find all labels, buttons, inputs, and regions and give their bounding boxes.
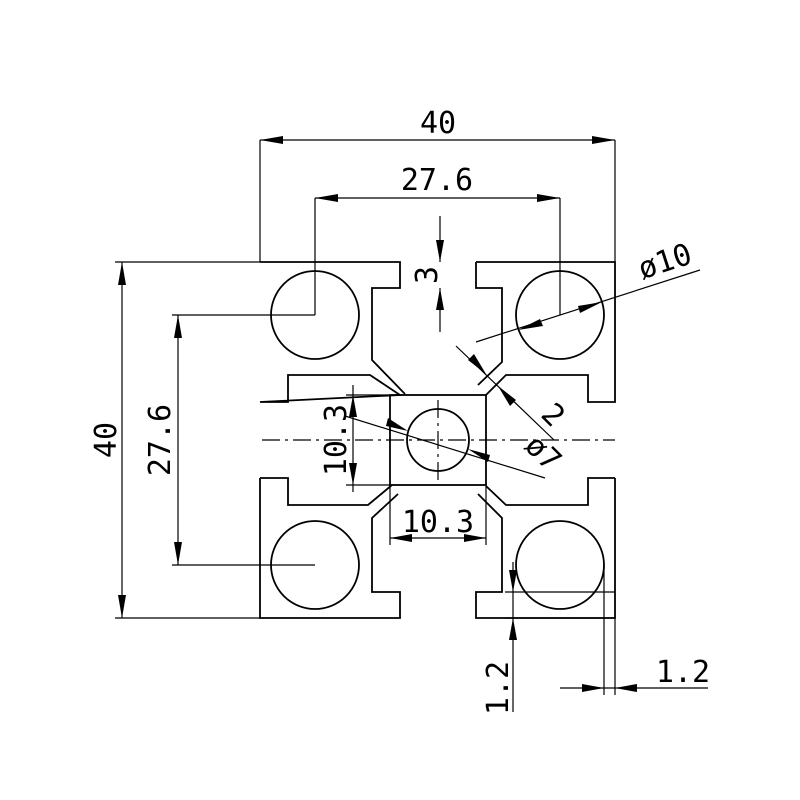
dim-hole-pitch-horizontal: 27.6 [314, 163, 561, 315]
profile-bottom-right-quadrant [475, 477, 616, 619]
profile-top-right-quadrant [475, 261, 616, 403]
dim-center-hole-diameter-label: ø7 [518, 428, 568, 478]
dim-lip-thickness-vertical: 1.2 [481, 562, 615, 715]
dim-wall-thickness: 2 [455, 345, 572, 441]
profile-bottom-left-quadrant [259, 477, 401, 619]
dim-core-height-label: 10.3 [319, 404, 354, 476]
dim-overall-width: 40 [259, 106, 616, 262]
dim-hole-diameter: ø10 [475, 237, 701, 343]
dim-overall-height: 40 [89, 261, 260, 619]
dim-center-hole-diameter: ø7 [344, 415, 568, 479]
dim-core-width: 10.3 [389, 485, 487, 545]
dim-slot-depth-label: 3 [410, 266, 445, 284]
dim-wall-thickness-label: 2 [534, 397, 572, 435]
dim-lip-thickness-vertical-label: 1.2 [481, 661, 516, 715]
dim-core-height: 10.3 [319, 385, 390, 492]
dim-overall-width-label: 40 [420, 106, 456, 141]
dim-hole-pitch-horizontal-label: 27.6 [401, 163, 473, 198]
dim-lip-thickness-horizontal-label: 1.2 [656, 655, 710, 690]
dim-hole-pitch-vertical: 27.6 [143, 314, 315, 566]
dim-overall-height-label: 40 [89, 422, 124, 458]
dim-lip-thickness-horizontal: 1.2 [560, 565, 710, 695]
hole-bottom-right [515, 520, 605, 610]
profile-top-left-quadrant [259, 261, 406, 403]
dim-hole-diameter-label: ø10 [634, 237, 696, 287]
dim-core-width-label: 10.3 [402, 505, 474, 540]
dim-slot-depth: 3 [410, 216, 445, 332]
dim-hole-pitch-vertical-label: 27.6 [143, 404, 178, 476]
